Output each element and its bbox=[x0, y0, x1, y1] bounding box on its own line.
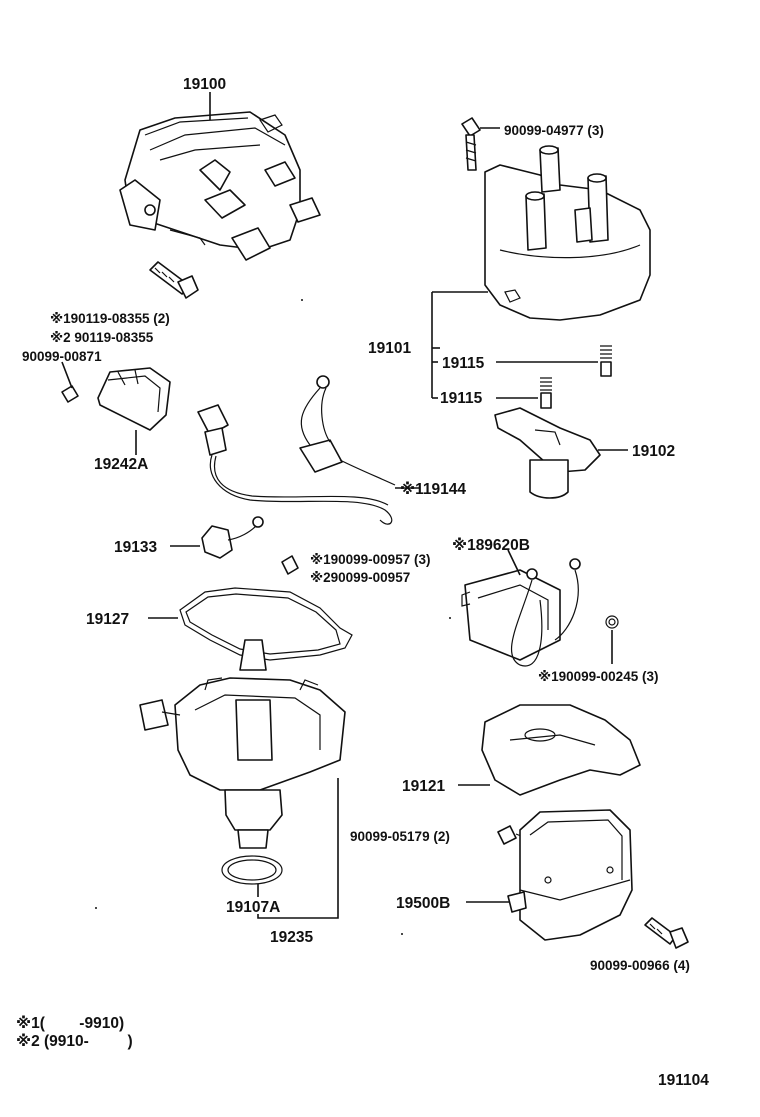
label-190119-08355: ※190119-08355 (2) bbox=[50, 311, 170, 326]
label-19100: 19100 bbox=[183, 76, 226, 93]
label-19235: 19235 bbox=[270, 929, 313, 946]
label-19107a: 19107A bbox=[226, 899, 280, 916]
housing-19235-drawing bbox=[139, 639, 346, 849]
housing-19500b-drawing bbox=[507, 809, 633, 941]
footnote-1: ※1( -9910) bbox=[16, 1014, 124, 1032]
label-90099-05179: 90099-05179 (2) bbox=[350, 829, 450, 844]
label-19133: 19133 bbox=[114, 539, 157, 556]
label-90099-00871: 90099-00871 bbox=[22, 349, 102, 364]
label-290099-00957: ※290099-00957 bbox=[310, 570, 410, 585]
label-19101: 19101 bbox=[368, 340, 411, 357]
distributor-assembly-drawing bbox=[119, 111, 321, 261]
page-code: 191104 bbox=[658, 1072, 709, 1089]
cover-19121-drawing bbox=[481, 704, 641, 796]
gasket-19127-drawing bbox=[179, 587, 353, 661]
label-119144: ※119144 bbox=[400, 480, 466, 498]
bolt-190119-drawing bbox=[149, 261, 199, 299]
label-19500b: 19500B bbox=[396, 895, 450, 912]
igniter-189620b-drawing bbox=[461, 558, 619, 667]
label-90099-04977: 90099-04977 (3) bbox=[504, 123, 604, 138]
screw-90099-04977-drawing bbox=[461, 117, 481, 171]
distributor-cap-19101-drawing bbox=[484, 145, 651, 321]
sensor-19133-drawing bbox=[201, 516, 264, 559]
cover-19242a-drawing bbox=[61, 361, 171, 431]
label-19115-upper: 19115 bbox=[442, 355, 485, 372]
o-ring-19107a-drawing bbox=[221, 855, 283, 885]
rotor-19102-drawing bbox=[494, 407, 601, 499]
wire-harness-119144-drawing bbox=[197, 375, 396, 525]
label-190099-00957: ※190099-00957 (3) bbox=[310, 552, 430, 567]
label-90099-00966: 90099-00966 (4) bbox=[590, 958, 690, 973]
label-189620b: ※189620B bbox=[452, 536, 530, 554]
label-19115-lower: 19115 bbox=[440, 390, 483, 407]
label-19127: 19127 bbox=[86, 611, 129, 628]
bolt-90099-00966-drawing bbox=[644, 917, 689, 949]
screw-190099-00957-drawing bbox=[281, 555, 299, 575]
spring-19115-drawing bbox=[540, 345, 612, 409]
label-190099-00245: ※190099-00245 (3) bbox=[538, 669, 658, 684]
label-19102: 19102 bbox=[632, 443, 675, 460]
label-19242a: 19242A bbox=[94, 456, 148, 473]
label-19121: 19121 bbox=[402, 778, 445, 795]
footnote-2: ※2 (9910- ) bbox=[16, 1032, 133, 1050]
label-2-90119-08355: ※2 90119-08355 bbox=[50, 330, 154, 345]
